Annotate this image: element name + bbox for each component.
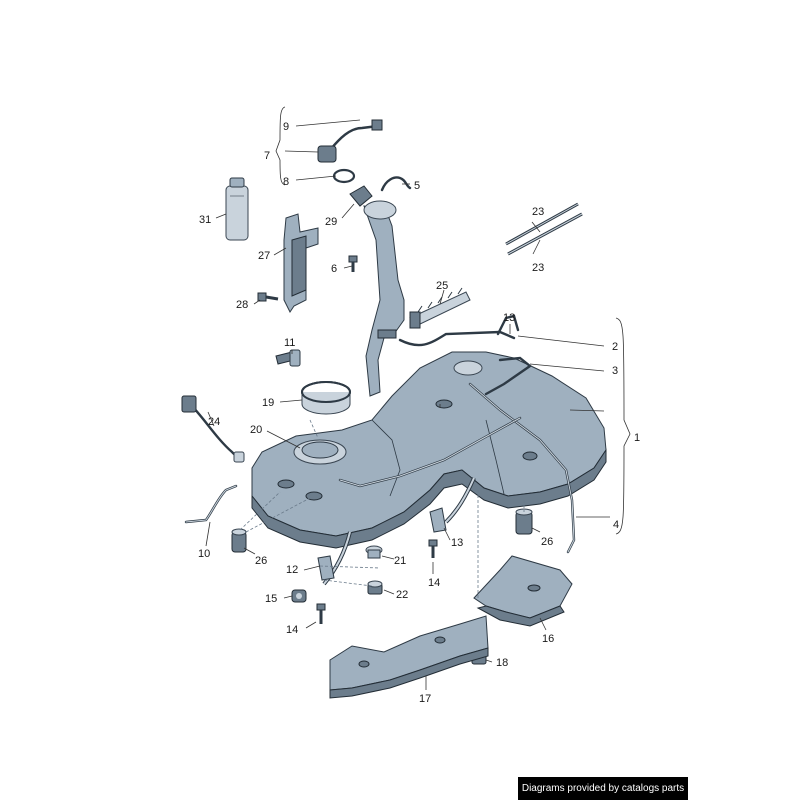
callout-labels: 9 7 8 5 29 6 31 27 28 23 23 25 13 11 2 3… (198, 121, 640, 705)
leader-lines (205, 106, 631, 690)
callout-8: 8 (283, 176, 289, 188)
callout-10: 10 (198, 548, 210, 560)
part-5-hose (380, 176, 412, 192)
callout-1: 1 (634, 432, 640, 444)
part-6-screw (348, 255, 358, 272)
callout-22: 22 (396, 589, 408, 601)
callout-2: 2 (612, 341, 618, 353)
part-14-bolt-right (428, 539, 438, 558)
part-26-mount-left (231, 528, 247, 553)
callout-16: 16 (542, 633, 554, 645)
callout-23-bottom: 23 (532, 262, 544, 274)
part-25-clip (409, 287, 471, 329)
callout-23-top: 23 (532, 206, 544, 218)
callout-5: 5 (414, 180, 420, 192)
callout-28: 28 (236, 299, 248, 311)
part-11-fitting (275, 349, 301, 367)
callout-14-right: 14 (428, 577, 440, 589)
callout-9: 9 (283, 121, 289, 133)
callout-29: 29 (325, 216, 337, 228)
callout-21: 21 (394, 555, 406, 567)
fuel-tank-body (251, 351, 607, 549)
part-13-strap-right (429, 477, 476, 533)
callout-25: 25 (436, 280, 448, 292)
callout-26-right: 26 (541, 536, 553, 548)
part-23-straps (505, 202, 583, 256)
part-29-filler-cap (349, 185, 373, 207)
callout-11: 11 (284, 337, 295, 349)
part-15-clip (291, 589, 307, 603)
part-22-nut (367, 580, 383, 595)
callout-18: 18 (496, 657, 508, 669)
callout-19: 19 (262, 397, 274, 409)
callout-3: 3 (612, 365, 618, 377)
part-19-locking-ring (301, 381, 351, 415)
credit-banner: Diagrams provided by catalogs parts (518, 777, 688, 800)
callout-20: 20 (250, 424, 262, 436)
callout-27: 27 (258, 250, 270, 262)
callout-31: 31 (199, 214, 211, 226)
callout-24: 24 (208, 416, 220, 428)
part-10-pipe (184, 484, 238, 524)
callout-26-left: 26 (255, 555, 267, 567)
part-16-heat-shield (473, 555, 573, 627)
part-21-grommet (365, 545, 383, 559)
part-24-sensor-lead (181, 395, 245, 463)
callout-14-left: 14 (286, 624, 298, 636)
callout-17: 17 (419, 693, 431, 705)
callout-4: 4 (613, 519, 619, 531)
part-17-underbody-shield (329, 615, 489, 699)
callout-15: 15 (265, 593, 277, 605)
callout-7: 7 (264, 150, 270, 162)
part-14-bolt-left (316, 603, 326, 624)
part-31-bottle (225, 177, 249, 241)
fuel-lines (338, 314, 576, 554)
callout-6: 6 (331, 263, 337, 275)
callout-13-bottom: 13 (451, 537, 463, 549)
part-8-seal-ring (332, 168, 356, 184)
assembly-guides (239, 419, 525, 600)
part-27-bracket (283, 213, 319, 313)
callout-12: 12 (286, 564, 298, 576)
part-9-wire-harness (317, 119, 383, 163)
callout-13-top: 13 (503, 312, 515, 324)
part-26-mount-right (515, 508, 533, 535)
part-13-strap-center (322, 531, 352, 586)
filler-neck (363, 200, 405, 397)
part-28-bolt (257, 292, 279, 302)
part-12-bracket (317, 555, 335, 581)
